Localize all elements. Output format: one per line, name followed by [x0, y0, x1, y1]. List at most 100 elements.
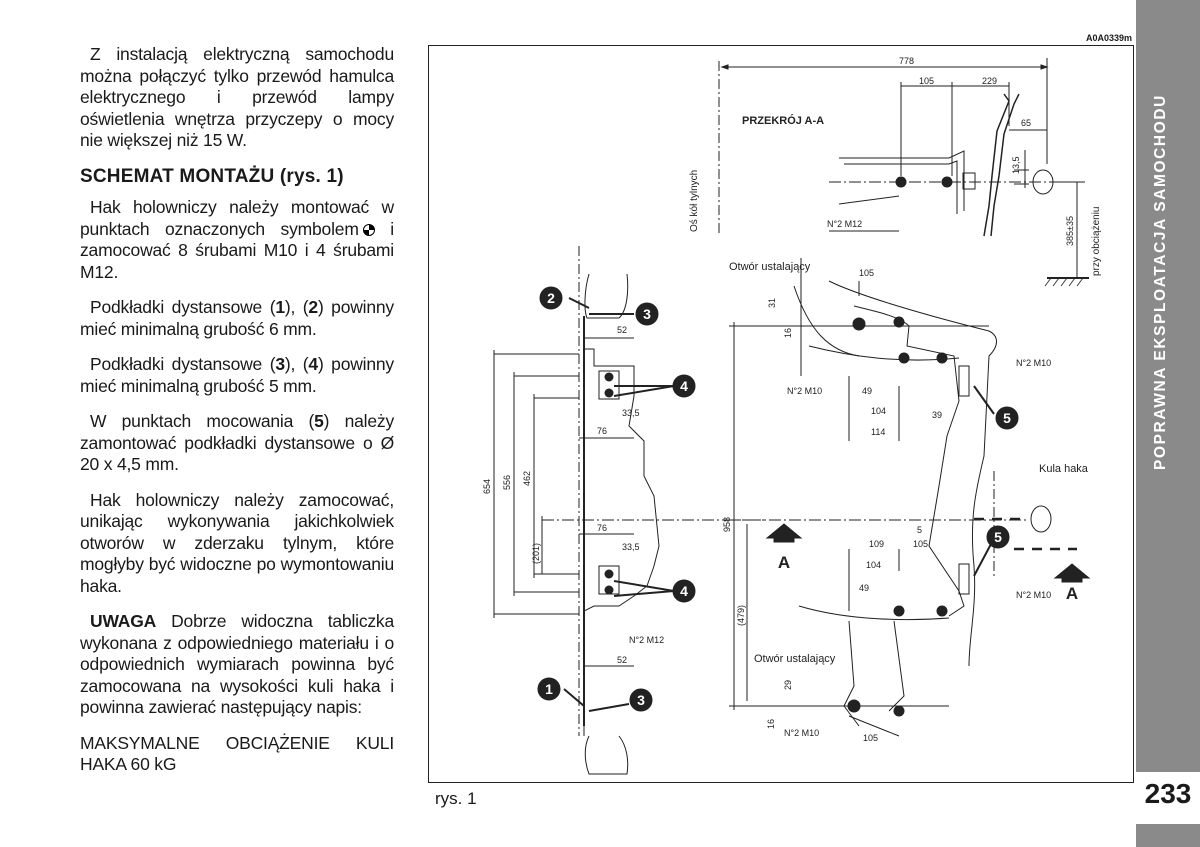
- callout-3-top-label: 3: [643, 306, 651, 322]
- dim-114: 114: [871, 427, 885, 437]
- callout-2: [539, 286, 563, 310]
- callout-numbers: 2 3 4 4 1 3 5 5: [545, 290, 1011, 708]
- callout-3-bottom: [629, 688, 653, 712]
- dim-16-top: 16: [783, 328, 793, 338]
- spacer-ref-4: 4: [308, 354, 318, 374]
- diagram-labels: PRZEKRÓJ A-A Oś kół tylnych przy obciąże…: [629, 114, 1102, 738]
- section-label: PRZEKRÓJ A-A: [742, 114, 824, 127]
- dim-778: 778: [899, 56, 914, 66]
- figure-code: A0A0339m: [1085, 33, 1132, 43]
- spacer-ref-3: 3: [275, 354, 285, 374]
- spacers12-text-a: Podkładki dystansowe (: [90, 297, 276, 317]
- callout-5-top: [995, 406, 1019, 430]
- dim-479: (479): [736, 605, 746, 626]
- mounting-text-a: Hak holowniczy należy montować w punktac…: [80, 197, 394, 239]
- callout-4-bottom-label: 4: [680, 583, 688, 599]
- paragraph-warning: UWAGA Dobrze widoczna tabliczka wykonana…: [80, 611, 394, 719]
- spacers34-text-c: ) powinny mieć minimalną grubość 5 mm.: [80, 354, 394, 396]
- spacer-ref-1: 1: [275, 297, 285, 317]
- dim-104-top: 104: [871, 406, 886, 416]
- callout-4-top: [672, 374, 696, 398]
- dim-654: 654: [482, 479, 492, 494]
- axle-label: Oś kół tylnych: [689, 170, 700, 232]
- fixing-text-b: ) należy zamontować podkładki dystansowe…: [80, 411, 394, 474]
- spacers12-text-c: ) powinny mieć minimalną grubość 6 mm.: [80, 297, 394, 339]
- load-label: przy obciążeniu: [1091, 207, 1102, 276]
- callout-3-bottom-label: 3: [637, 692, 645, 708]
- dim-109: 109: [869, 539, 884, 549]
- dim-31: 31: [767, 298, 777, 308]
- warning-label: UWAGA: [90, 611, 157, 631]
- fixing-text-a: W punktach mocowania (: [90, 411, 315, 431]
- callout-5-bottom-label: 5: [994, 529, 1002, 545]
- callout-5-top-label: 5: [1003, 410, 1011, 426]
- dim-33-5-top: 33,5: [622, 408, 640, 418]
- dim-52-top: 52: [617, 325, 627, 335]
- dim-39: 39: [932, 410, 942, 420]
- dim-13-5: 13,5: [1011, 156, 1021, 174]
- dim-49-bottom: 49: [859, 583, 869, 593]
- load-dim-label: 385±35: [1065, 216, 1075, 246]
- dim-958: 958: [722, 517, 732, 532]
- dim-76-bottom: 76: [597, 523, 607, 533]
- dim-105-mid: 105: [913, 539, 928, 549]
- paragraph-spacers-3-4: Podkładki dystansowe (3), (4) powinny mi…: [80, 354, 394, 397]
- fixing-ref-5: 5: [314, 411, 324, 431]
- callout-1: [537, 677, 561, 701]
- bolt-m10-1: N°2 M10: [1016, 358, 1051, 368]
- text-column: Z instalacją elektryczną samochodu można…: [80, 44, 394, 790]
- dim-556: 556: [502, 475, 512, 490]
- callout-5-bottom: [986, 525, 1010, 549]
- callout-4-top-label: 4: [680, 378, 688, 394]
- dimension-values: 778 105 229 65 13,5 52 33,5 76 76 33,5 5…: [482, 56, 1031, 743]
- sidebar-band: [1136, 0, 1200, 847]
- spacers12-text-b: ), (: [284, 297, 309, 317]
- paragraph-fixing-points: W punktach mocowania (5) należy zamontow…: [80, 411, 394, 476]
- section-heading: SCHEMAT MONTAŻU (rys. 1): [80, 165, 344, 187]
- paragraph-mounting: Hak holowniczy należy montować w punktac…: [80, 197, 394, 283]
- bolt-m10-3: N°2 M10: [1016, 590, 1051, 600]
- callout-2-label: 2: [547, 290, 555, 306]
- section-a-a: [718, 58, 1089, 287]
- dim-104-bottom: 104: [866, 560, 881, 570]
- hole-label-bottom: Otwór ustalający: [754, 653, 836, 665]
- warning-text: Dobrze widoczna tabliczka wykonana z odp…: [80, 611, 394, 717]
- paragraph-spacers-1-2: Podkładki dystansowe (1), (2) powinny mi…: [80, 297, 394, 340]
- spacers34-text-a: Podkładki dystansowe (: [90, 354, 276, 374]
- leader-lines: [563, 297, 995, 712]
- dim-29: 29: [783, 680, 793, 690]
- mounting-points: [847, 316, 948, 717]
- dim-462: 462: [522, 471, 532, 486]
- hole-label-top: Otwór ustalający: [729, 261, 811, 273]
- page-number-box: [1136, 772, 1200, 824]
- callout-1-label: 1: [545, 681, 553, 697]
- mounting-diagram: 2 3 4 4 1 3 5 5 PRZEKRÓJ A-A Oś kół tyln…: [482, 56, 1102, 775]
- mounting-point-symbol-icon: [362, 223, 375, 236]
- callout-4-bottom: [672, 579, 696, 603]
- dim-105-top: 105: [919, 76, 934, 86]
- dim-5: 5: [917, 525, 922, 535]
- figure-caption: rys. 1: [435, 789, 477, 808]
- section-markers: [765, 517, 1091, 583]
- dim-52-bottom: 52: [617, 655, 627, 665]
- dim-33-5-bottom: 33,5: [622, 542, 640, 552]
- spacers34-text-b: ), (: [284, 354, 309, 374]
- bumper-side-view: [493, 246, 764, 775]
- ball-label: Kula haka: [1039, 463, 1089, 475]
- paragraph-bumper: Hak holowniczy należy zamocować, unikają…: [80, 489, 394, 596]
- bolt-m10-4: N°2 M10: [784, 728, 819, 738]
- dim-105-upper: 105: [859, 268, 874, 278]
- sidebar-title: POPRAWNA EKSPLOATACJA SAMOCHODU: [1152, 94, 1169, 470]
- dim-201: (201): [531, 543, 541, 564]
- bolt-m10-2: N°2 M10: [787, 386, 822, 396]
- dim-105-bottom: 105: [863, 733, 878, 743]
- page-number: 233: [1144, 778, 1192, 809]
- paragraph-max-load: MAKSYMALNE OBCIĄŻENIE KULI HAKA 60 kG: [80, 732, 394, 775]
- callout-badges: [537, 286, 1019, 712]
- paragraph-electrical: Z instalacją elektryczną samochodu można…: [80, 44, 394, 150]
- bolt-m12-side: N°2 M12: [629, 635, 664, 645]
- spacer-ref-2: 2: [308, 297, 318, 317]
- figure-frame: 2 3 4 4 1 3 5 5 PRZEKRÓJ A-A Oś kół tyln…: [428, 45, 1134, 783]
- dim-49-top: 49: [862, 386, 872, 396]
- bolt-m12-section: N°2 M12: [827, 219, 862, 229]
